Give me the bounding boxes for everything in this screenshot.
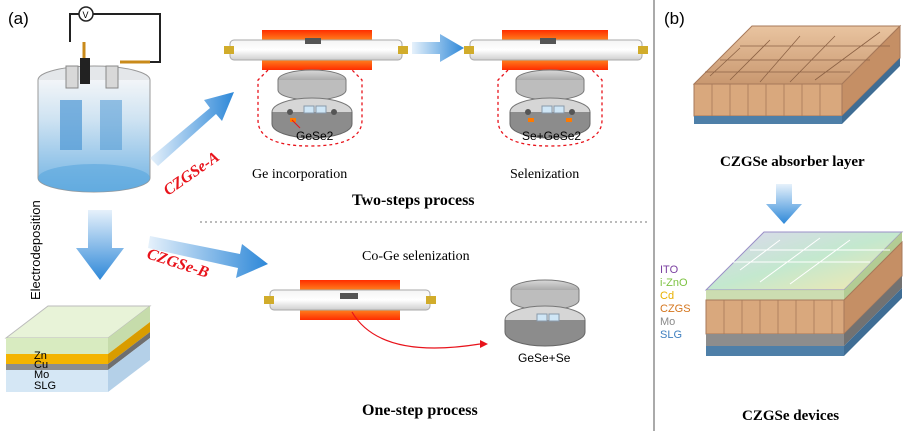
route-b-arrow-icon	[148, 236, 268, 278]
route-a-label: CZGSe-A	[161, 148, 223, 199]
electrodeposition-label: Electrodeposition	[28, 200, 43, 300]
furnace-one-step	[264, 279, 586, 349]
route-a-arrow-icon	[150, 92, 234, 166]
absorber-block	[692, 24, 902, 124]
source-gese-se: GeSe+Se	[518, 351, 571, 365]
one-step-title: One-step process	[362, 402, 478, 419]
two-step-title: Two-steps process	[352, 192, 475, 209]
panel-b-label: (b)	[664, 9, 685, 28]
device-layer-label-mo: Mo	[660, 316, 675, 328]
selenization-caption: Selenization	[510, 167, 579, 182]
device-block	[704, 231, 904, 356]
electrodeposition-cell: V	[37, 6, 161, 193]
device-layer-label-i-zno: i-ZnO	[660, 277, 688, 289]
device-arrow-icon	[766, 184, 802, 224]
stack-layer-zn: Zn	[34, 350, 47, 362]
furnace-selenization	[464, 30, 648, 147]
co-ge-selenization-caption: Co-Ge selenization	[362, 249, 470, 264]
voltmeter-label: V	[83, 10, 89, 20]
stack-layer-mo: Mo	[34, 369, 49, 381]
ge-incorporation-caption: Ge incorporation	[252, 167, 347, 182]
precursor-stack	[4, 305, 152, 392]
stack-layer-cu: Cu	[34, 359, 48, 371]
voltmeter-icon	[78, 6, 94, 22]
panel-a-label: (a)	[8, 9, 29, 28]
device-layer-label-cd: Cd	[660, 290, 674, 302]
down-arrow-icon	[76, 210, 124, 280]
next-step-arrow-icon	[412, 34, 464, 62]
device-caption: CZGSe devices	[742, 408, 839, 424]
absorber-caption: CZGSe absorber layer	[720, 154, 865, 170]
stack-layer-slg: SLG	[34, 380, 56, 392]
device-layer-label-czgs: CZGS	[660, 303, 691, 315]
device-layer-label-slg: SLG	[660, 329, 682, 341]
device-layer-label-ito: ITO	[660, 264, 679, 276]
furnace-ge-incorporation	[224, 30, 408, 147]
source-se-gese2: Se+GeSe2	[522, 129, 581, 143]
source-gese2: GeSe2	[296, 129, 334, 143]
